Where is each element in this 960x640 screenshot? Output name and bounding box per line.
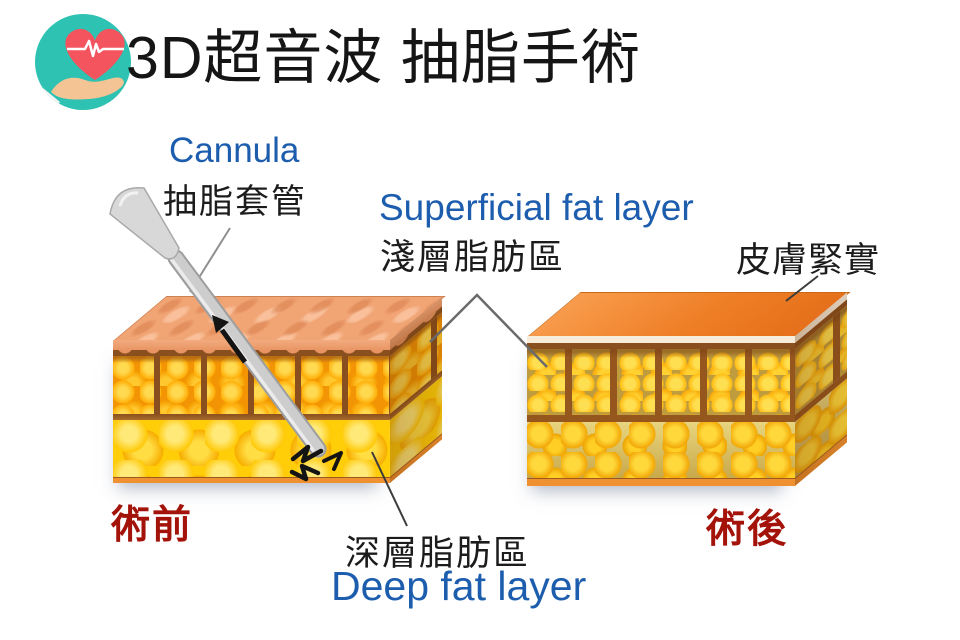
cannula-label-zh: 抽脂套管 <box>163 183 307 221</box>
logo-svg <box>35 14 131 110</box>
after-surgery-label: 術後 <box>706 508 789 551</box>
superficial-fat-label-zh: 淺層脂肪區 <box>380 238 566 277</box>
front-face-after <box>527 336 795 486</box>
tissue-block-before <box>113 296 453 486</box>
ecg-pulse-line <box>67 39 124 58</box>
cannula-leader-line <box>189 227 231 293</box>
tissue-block-after <box>527 292 857 490</box>
epidermis-before <box>113 340 390 350</box>
sleeve-shape <box>35 100 46 110</box>
superficial-fat-before <box>113 356 390 414</box>
page-title: 3D超音波 抽脂手術 <box>126 25 641 91</box>
base-membrane-before <box>113 477 390 483</box>
deep-fat-label-en: Deep fat layer <box>331 563 587 609</box>
before-surgery-label: 術前 <box>111 504 194 547</box>
dermis-after <box>527 343 795 349</box>
deep-fat-before <box>113 420 390 477</box>
superficial-fat-after <box>527 349 795 415</box>
superficial-fat-label-en: Superficial fat layer <box>379 187 694 228</box>
front-face-before <box>113 340 390 483</box>
skin-firming-label: 皮膚緊實 <box>736 241 881 280</box>
base-membrane-after <box>527 478 795 486</box>
hand-holding-heart-icon <box>33 12 133 112</box>
heart-shape <box>65 28 125 80</box>
epidermis-after <box>527 336 795 343</box>
fat-septum-after <box>527 415 795 422</box>
cannula-label-en: Cannula <box>169 131 300 170</box>
deep-fat-after <box>527 422 795 478</box>
deep-fat-label-zh: 深層脂肪區 <box>345 534 531 573</box>
hand-shape <box>51 77 124 100</box>
